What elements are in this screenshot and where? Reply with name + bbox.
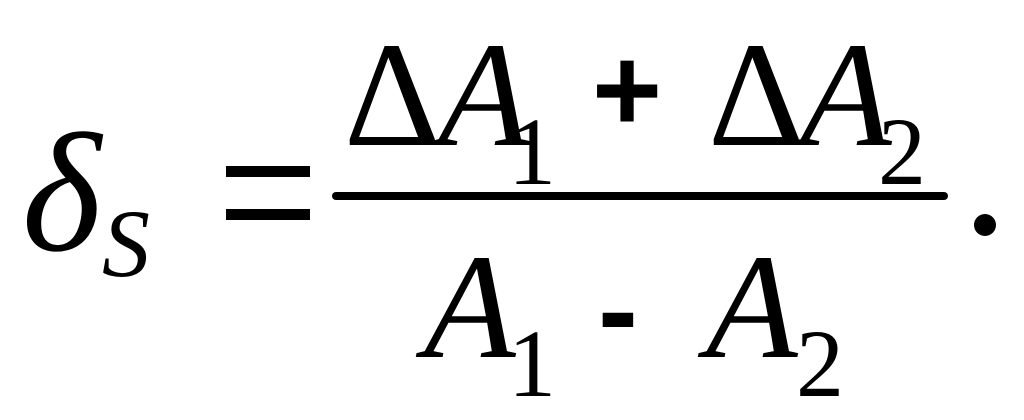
numerator-delta-2: Δ (708, 12, 805, 178)
lhs-subscript: S (102, 190, 150, 297)
numerator-delta-1: Δ (344, 12, 441, 178)
denominator-var-2: A (706, 224, 798, 390)
numerator-var-1: A (438, 12, 530, 178)
lhs-delta-symbol: δ (22, 99, 102, 287)
denominator-operator: - (598, 243, 638, 377)
numerator-var-2: A (800, 12, 892, 178)
formula-terminator-period (974, 214, 996, 236)
equals-sign-bottom-bar (226, 209, 310, 220)
denominator-subscript-1: 1 (508, 310, 556, 417)
denominator-subscript-2: 2 (796, 310, 844, 417)
numerator-subscript-2: 2 (878, 98, 926, 205)
fraction-bar (332, 192, 948, 200)
denominator-var-1: A (424, 224, 516, 390)
numerator-operator: + (592, 23, 663, 157)
equals-sign-top-bar (226, 166, 310, 177)
numerator-subscript-1: 1 (508, 98, 556, 205)
